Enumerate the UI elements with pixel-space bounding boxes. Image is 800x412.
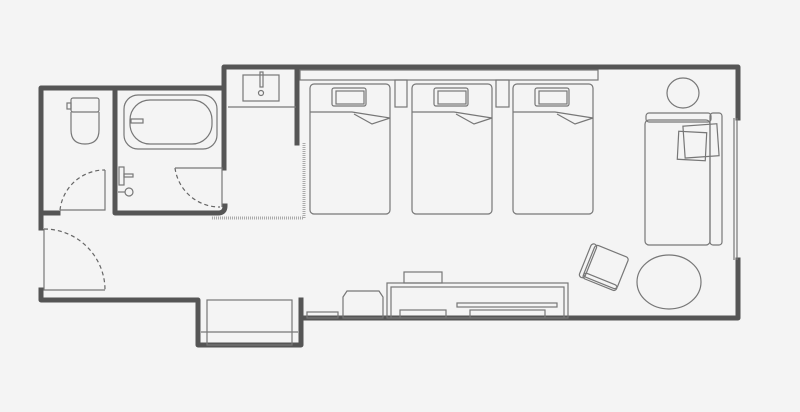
desk-area [306,271,569,319]
bathtub [123,94,218,150]
window [733,118,738,260]
cube-stool [342,290,384,319]
armchair [578,243,629,292]
ottoman [666,77,700,109]
bed [512,83,594,215]
sink [228,71,296,108]
toilet [66,97,100,145]
beds [299,69,599,215]
lounge [578,77,723,310]
sofa [644,112,723,246]
luggage-rack [306,311,339,319]
desk [386,282,569,319]
shower-faucet [118,166,134,197]
bed [309,83,391,215]
nightstand [495,79,510,108]
nightstand [394,79,408,108]
round-table [636,254,702,310]
doors [43,167,223,291]
closet-alcove [201,299,298,346]
closet-partition [212,143,306,220]
bed [411,83,493,215]
desk-chair [403,271,443,284]
